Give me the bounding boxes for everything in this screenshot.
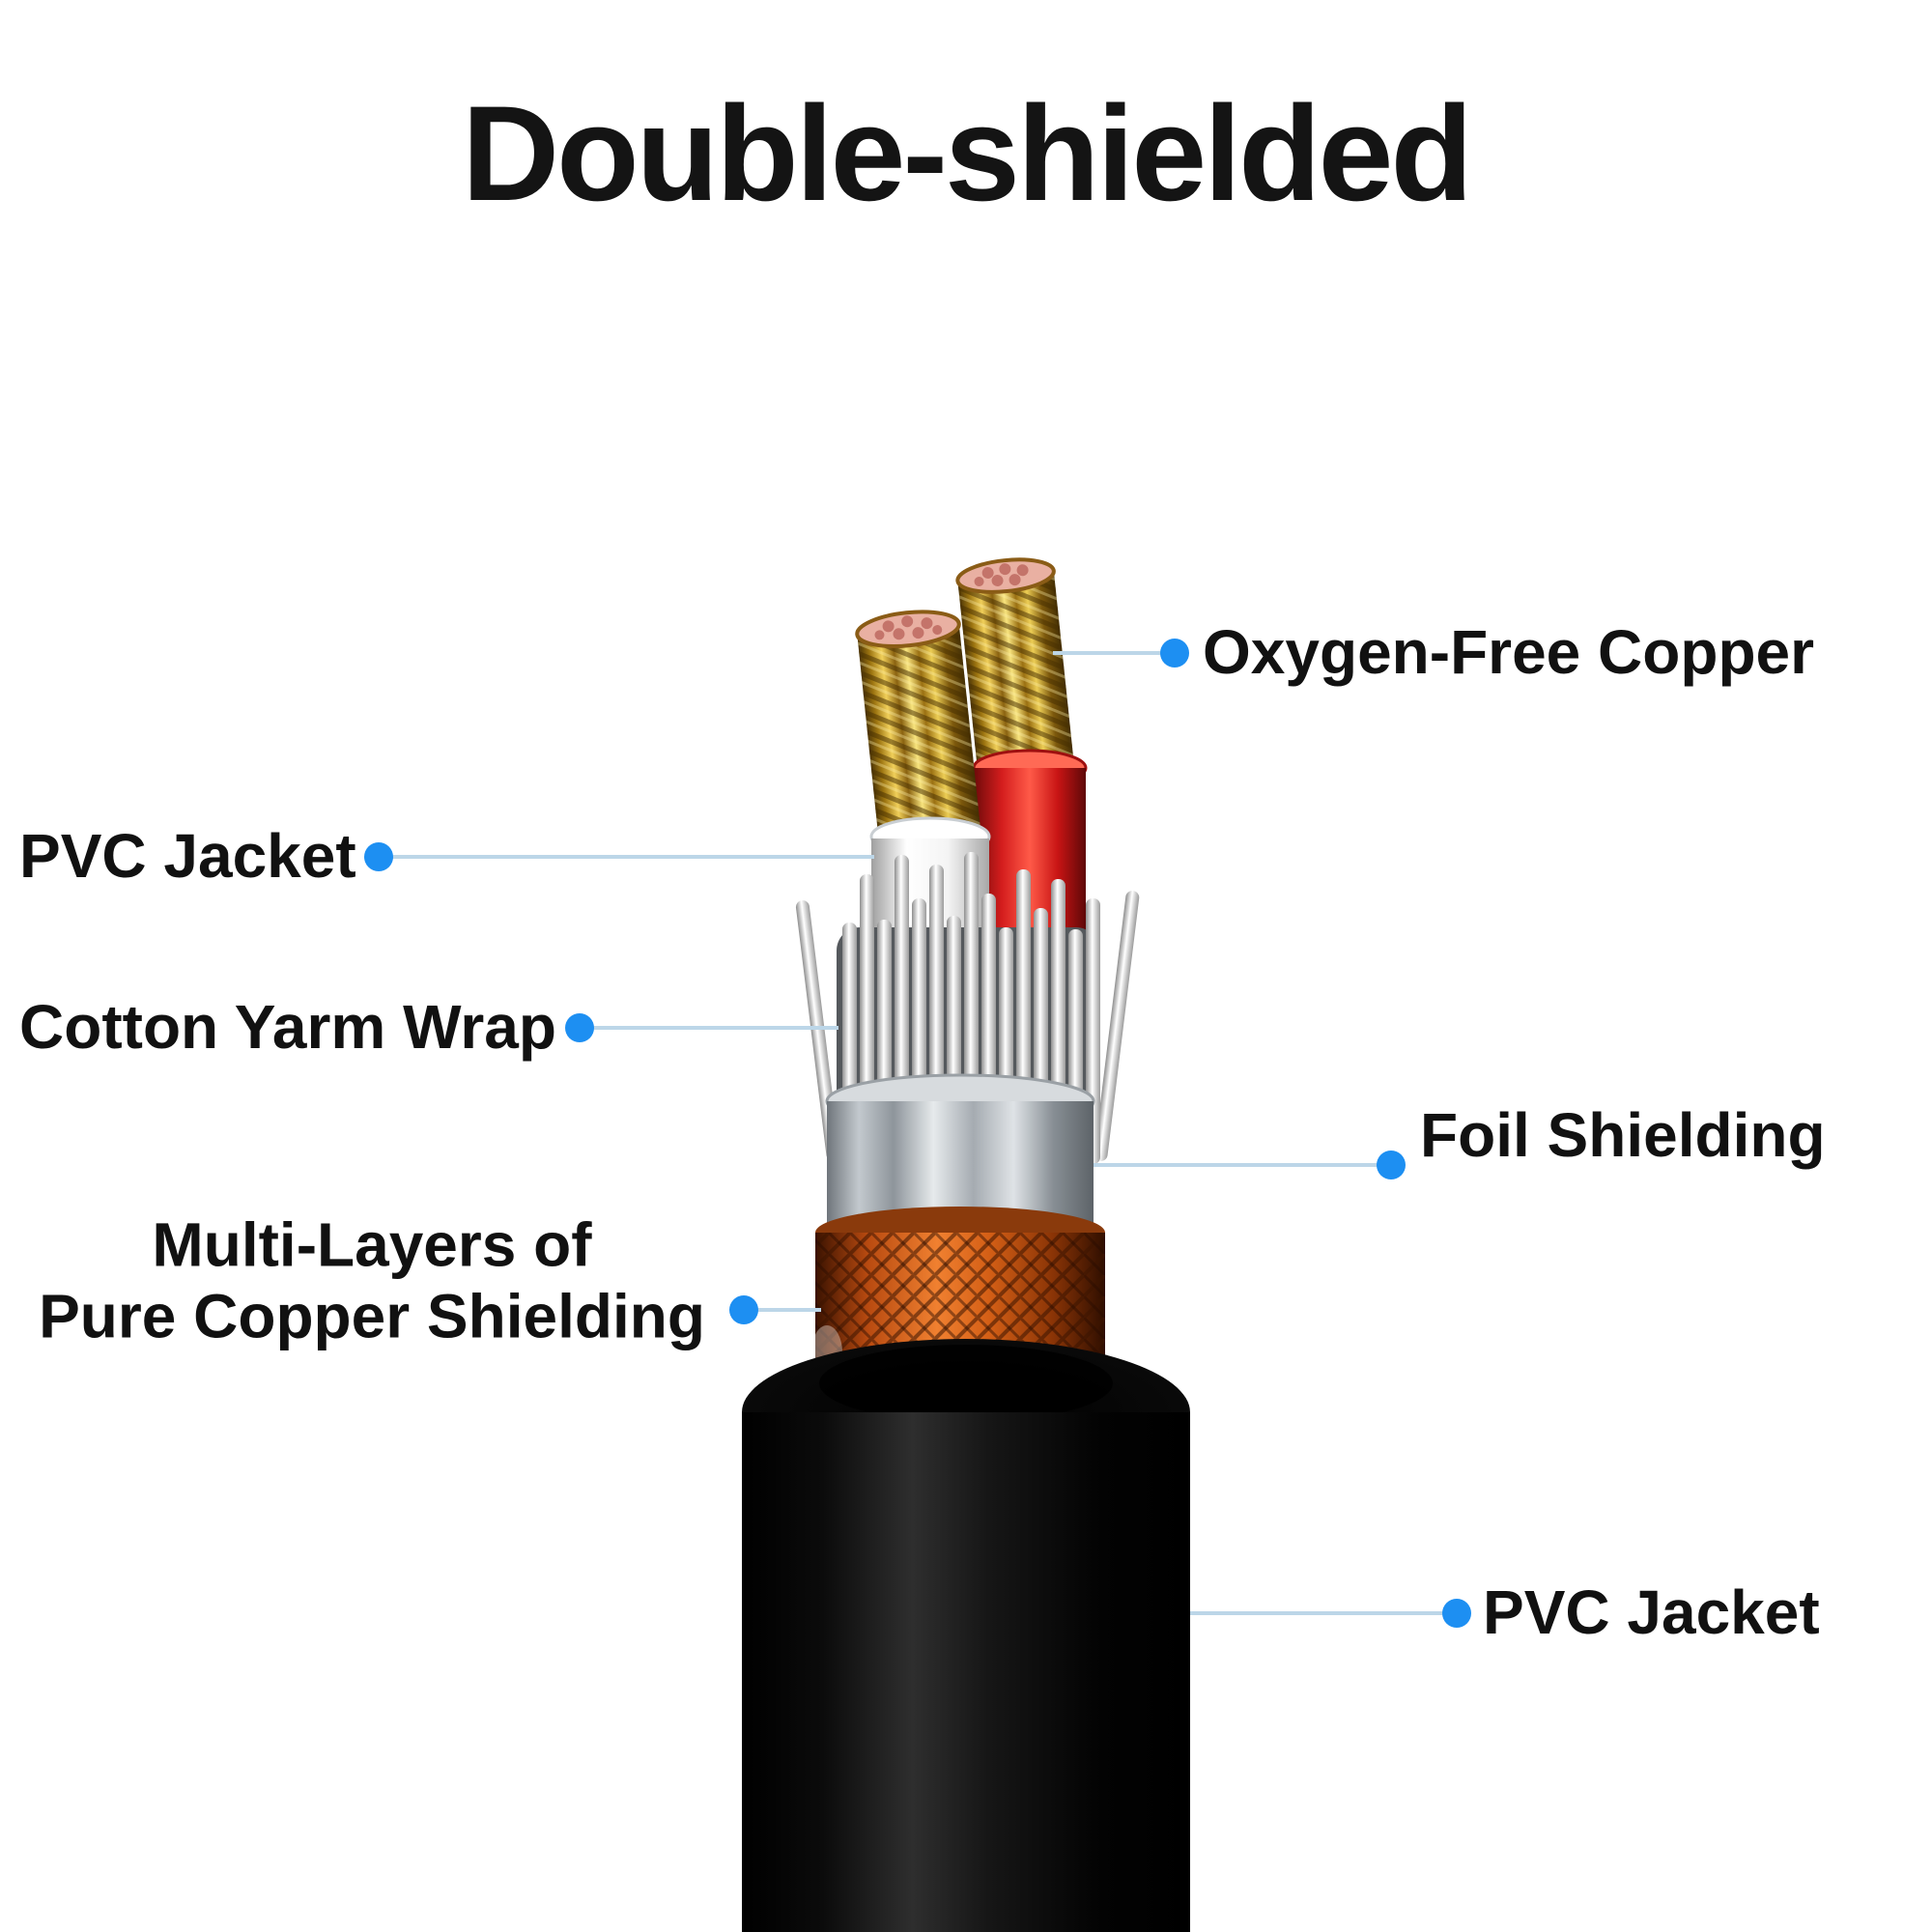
leader-line-foil-shielding [1094, 1163, 1379, 1167]
label-multi-layers-line1: Multi-Layers of [152, 1209, 592, 1280]
label-multi-layers-copper-shielding: Multi-Layers of Pure Copper Shielding [19, 1209, 724, 1351]
copper-conductor-left [855, 610, 982, 851]
leader-line-cotton-yarn-wrap [591, 1026, 838, 1030]
strand-ends-left [874, 615, 943, 640]
label-pvc-jacket-outer: PVC Jacket [1483, 1577, 1820, 1648]
page-title: Double-shielded [462, 77, 1473, 229]
leader-line-multi-layers [755, 1308, 821, 1312]
leader-line-oxygen-free-copper [1053, 651, 1175, 655]
callout-dot-pvc-jacket-outer [1442, 1599, 1471, 1628]
label-foil-shielding: Foil Shielding [1420, 1100, 1826, 1171]
leader-line-pvc-jacket-inner [390, 855, 874, 859]
callout-dot-multi-layers [729, 1295, 758, 1324]
callout-dot-oxygen-free-copper [1160, 639, 1189, 668]
leader-line-pvc-jacket-outer [1190, 1611, 1443, 1615]
copper-conductor-right [955, 557, 1075, 783]
outer-pvc-jacket [742, 1339, 1190, 1932]
label-cotton-yarn-wrap: Cotton Yarm Wrap [19, 992, 556, 1063]
callout-dot-cotton-yarn-wrap [565, 1013, 594, 1042]
strand-ends-right [974, 563, 1029, 587]
callout-dot-pvc-jacket-inner [364, 842, 393, 871]
label-pvc-jacket-inner: PVC Jacket [19, 821, 356, 892]
label-oxygen-free-copper: Oxygen-Free Copper [1203, 617, 1815, 688]
label-multi-layers-line2: Pure Copper Shielding [39, 1281, 705, 1350]
callout-dot-foil-shielding [1377, 1151, 1406, 1179]
